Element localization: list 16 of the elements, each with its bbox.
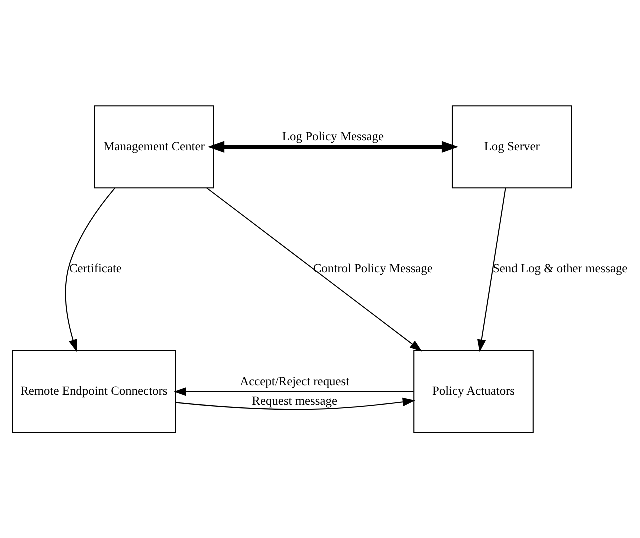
node-box: Log Server — [452, 105, 572, 188]
edge-label: Log Policy Message — [282, 128, 384, 143]
arrow — [176, 397, 416, 410]
arrow — [65, 187, 116, 352]
arrow — [478, 188, 506, 352]
arrow — [208, 140, 459, 152]
arrow — [206, 187, 422, 352]
node-box: Management Center — [94, 105, 214, 188]
edge-label: Request message — [252, 393, 338, 408]
edge-label: Control Policy Message — [313, 261, 433, 276]
edge-label: Send Log & other message — [493, 261, 628, 276]
node-box: Policy Actuators — [414, 350, 534, 433]
arrow — [174, 387, 414, 396]
node-box: Remote Endpoint Connectors — [12, 350, 176, 433]
edge-label: Certificate — [69, 261, 122, 276]
edge-label: Accept/Reject request — [240, 374, 350, 388]
